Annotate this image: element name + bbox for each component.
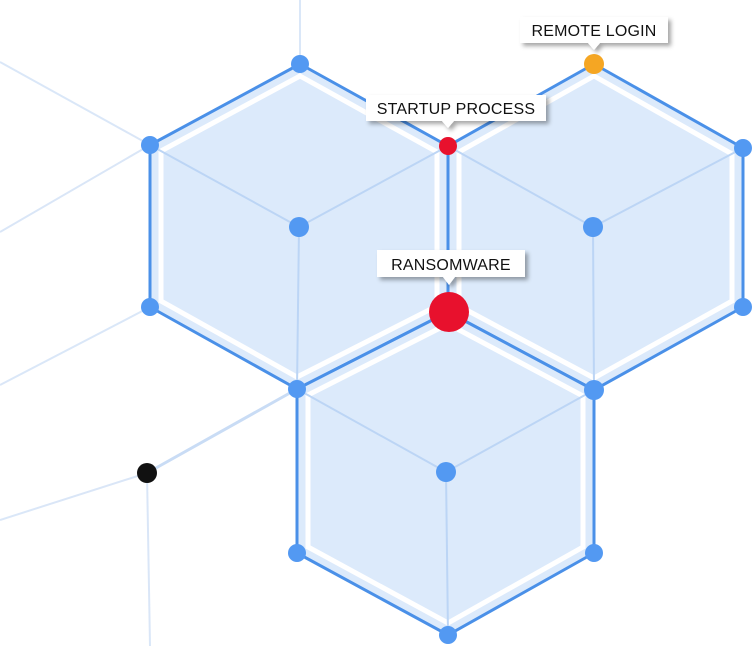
node[interactable] bbox=[141, 136, 159, 154]
isolated-node[interactable] bbox=[137, 463, 157, 483]
startup-process-label: STARTUP PROCESS bbox=[377, 101, 536, 118]
ransomware-node[interactable] bbox=[429, 292, 469, 332]
node[interactable] bbox=[734, 298, 752, 316]
isolated-node-link bbox=[146, 387, 298, 475]
cube-bottom-spokes bbox=[296, 388, 595, 636]
node[interactable] bbox=[288, 544, 306, 562]
node[interactable] bbox=[436, 462, 456, 482]
node[interactable] bbox=[289, 217, 309, 237]
node[interactable] bbox=[584, 380, 604, 400]
node[interactable] bbox=[585, 544, 603, 562]
cube-top-left-spokes bbox=[149, 144, 449, 390]
node[interactable] bbox=[291, 55, 309, 73]
node[interactable] bbox=[734, 139, 752, 157]
ransomware-label: RANSOMWARE bbox=[391, 257, 511, 274]
node[interactable] bbox=[439, 626, 457, 644]
cube-top-right-spokes bbox=[447, 145, 744, 391]
node[interactable] bbox=[141, 298, 159, 316]
remote-login-callout: REMOTE LOGIN bbox=[520, 17, 668, 50]
startup-process-node[interactable] bbox=[439, 137, 457, 155]
ransomware-callout: RANSOMWARE bbox=[377, 250, 525, 285]
remote-login-node[interactable] bbox=[584, 54, 604, 74]
network-nodes bbox=[141, 55, 752, 644]
node[interactable] bbox=[288, 380, 306, 398]
ransomware-callout-box bbox=[377, 250, 525, 285]
startup-process-callout-box bbox=[366, 95, 546, 128]
startup-process-callout: STARTUP PROCESS bbox=[366, 95, 546, 128]
node[interactable] bbox=[583, 217, 603, 237]
remote-login-label: REMOTE LOGIN bbox=[531, 23, 656, 40]
remote-login-callout-box bbox=[520, 17, 668, 50]
